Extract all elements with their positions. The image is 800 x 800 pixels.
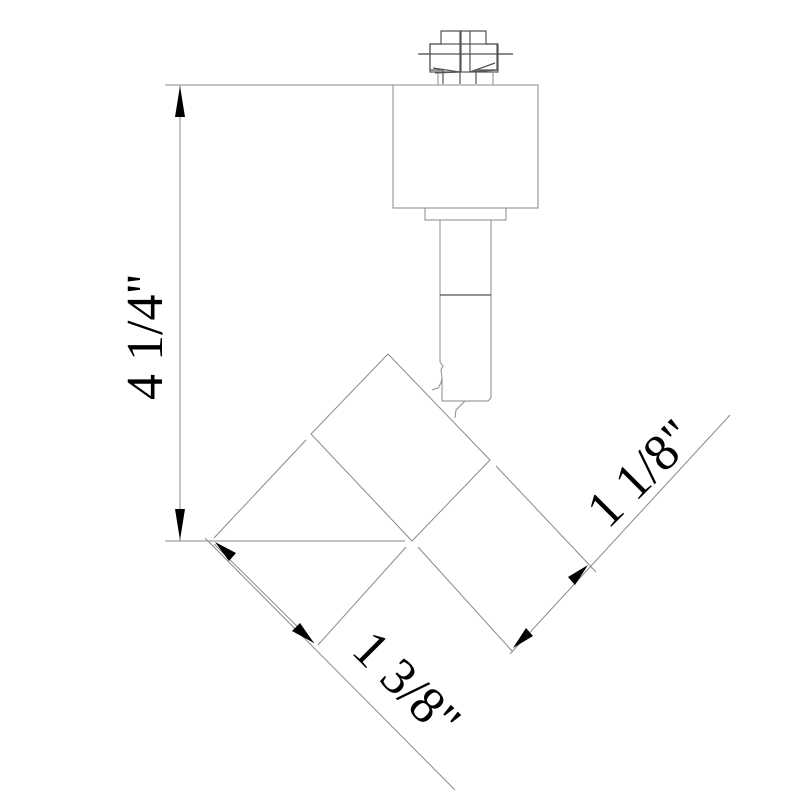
depth-label: 1 3/8" <box>342 620 472 750</box>
width-dimension: 1 1/8" <box>509 409 731 655</box>
width-label: 1 1/8" <box>576 409 706 539</box>
collar <box>424 207 507 221</box>
arrow-upright-icon <box>568 565 588 585</box>
arrow-downright-icon <box>292 623 314 643</box>
lamp-head <box>165 353 597 652</box>
arrow-down-icon <box>175 509 185 540</box>
depth-dimension: 1 3/8" <box>204 537 472 791</box>
housing-box <box>392 84 539 209</box>
stem <box>431 220 492 419</box>
arrow-up-icon <box>175 86 185 117</box>
arrow-downleft-icon <box>513 628 533 648</box>
track-adapter <box>418 30 513 85</box>
height-dimension: 4 1/4" <box>117 85 185 541</box>
arrow-upleft-icon <box>215 542 236 561</box>
height-label: 4 1/4" <box>117 273 174 400</box>
